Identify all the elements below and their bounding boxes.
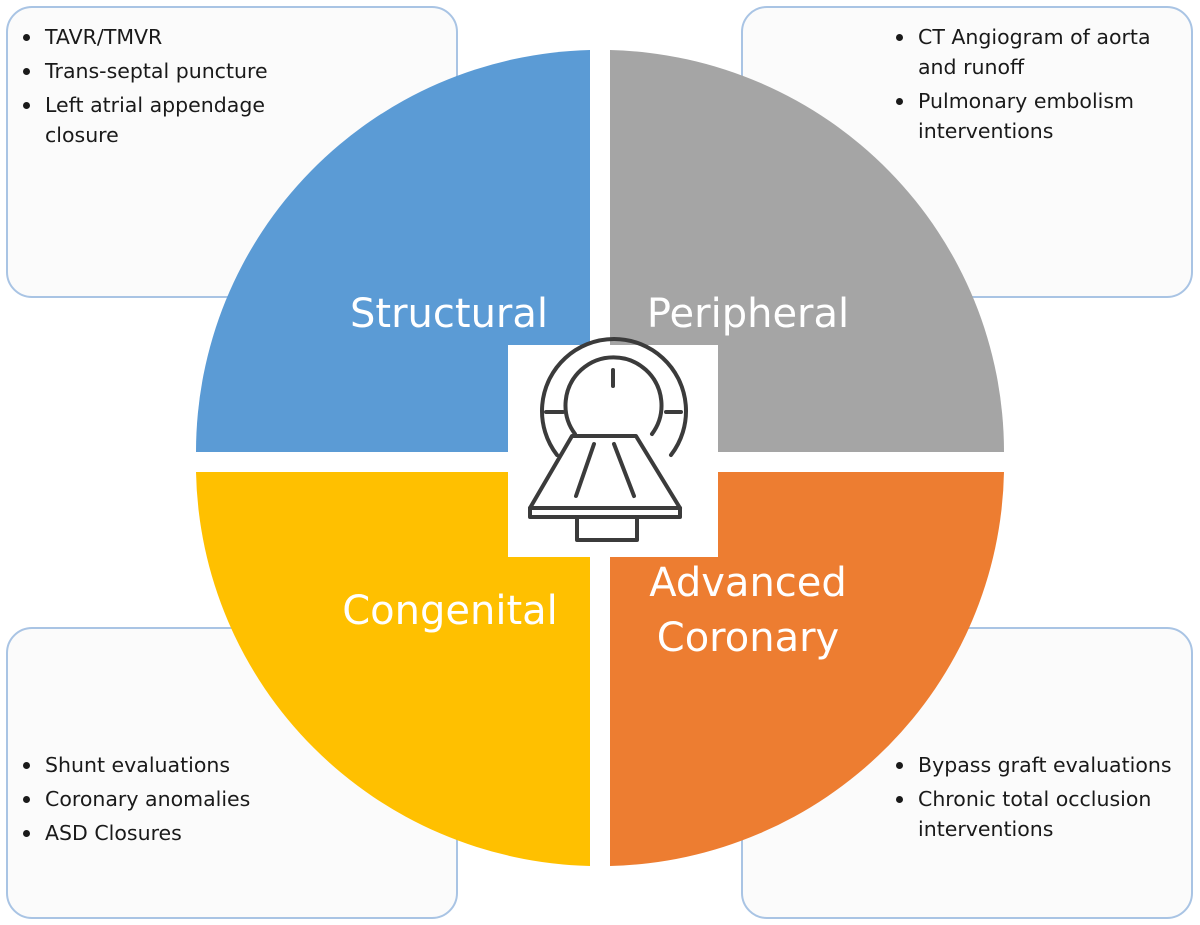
advanced-coronary-label-line1: Advanced xyxy=(649,560,847,606)
advanced-coronary-quadrant xyxy=(610,472,1004,866)
structural-label: Structural xyxy=(350,291,548,337)
peripheral-label: Peripheral xyxy=(647,291,849,337)
structural-bullet-list: TAVR/TMVR Trans-septal puncture Left atr… xyxy=(20,22,320,154)
list-item: Trans-septal puncture xyxy=(20,56,320,86)
list-item: Pulmonary embolism interventions xyxy=(893,86,1193,146)
list-item: Shunt evaluations xyxy=(20,750,320,780)
list-item: ASD Closures xyxy=(20,818,320,848)
list-item: TAVR/TMVR xyxy=(20,22,320,52)
advanced-coronary-bullet-list: Bypass graft evaluations Chronic total o… xyxy=(893,750,1193,848)
ct-scanner-icon xyxy=(528,337,688,542)
structural-quadrant xyxy=(195,50,590,452)
congenital-quadrant xyxy=(196,472,590,866)
congenital-label: Congenital xyxy=(342,588,558,634)
list-item: CT Angiogram of aorta and runoff xyxy=(893,22,1193,82)
list-item: Chronic total occlusion interventions xyxy=(893,784,1193,844)
list-item: Bypass graft evaluations xyxy=(893,750,1193,780)
peripheral-bullet-list: CT Angiogram of aorta and runoff Pulmona… xyxy=(893,22,1193,150)
congenital-bullet-list: Shunt evaluations Coronary anomalies ASD… xyxy=(20,750,320,852)
list-item: Coronary anomalies xyxy=(20,784,320,814)
advanced-coronary-label-line2: Coronary xyxy=(657,615,839,661)
list-item: Left atrial appendage closure xyxy=(20,90,320,150)
